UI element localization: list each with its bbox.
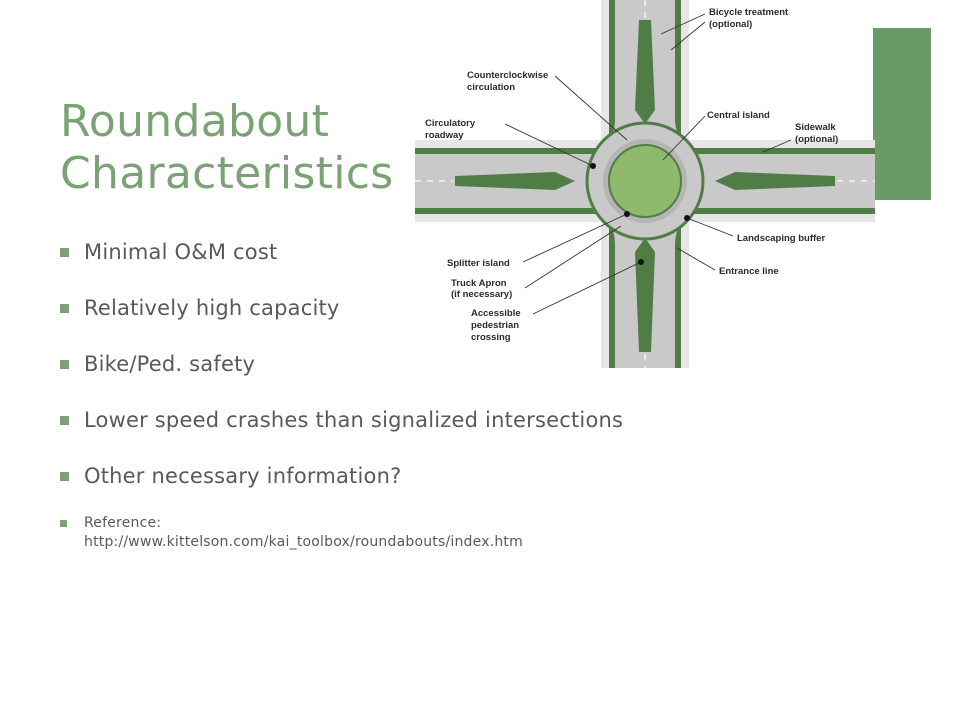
label-ccw-2: circulation <box>467 82 515 93</box>
label-crossing-3: crossing <box>471 332 511 343</box>
bullet-text: Relatively high capacity <box>84 296 340 320</box>
bullet-item: Minimal O&M cost <box>60 238 880 266</box>
label-circulatory-2: roadway <box>425 130 464 141</box>
label-sidewalk-2: (optional) <box>795 134 838 145</box>
leader-dots <box>590 163 690 265</box>
bullet-text: Lower speed crashes than signalized inte… <box>84 408 624 432</box>
reference-label: Reference: <box>84 515 162 531</box>
title-line-1: Roundabout <box>60 96 330 147</box>
bullet-item: Relatively high capacity <box>60 294 880 322</box>
label-splitter: Splitter island <box>447 258 510 269</box>
label-entrance: Entrance line <box>719 266 779 277</box>
bullet-text: Bike/Ped. safety <box>84 352 256 376</box>
bullet-text: Minimal O&M cost <box>84 240 278 264</box>
label-apron: Truck Apron <box>451 278 507 289</box>
square-bullet-icon <box>60 520 67 527</box>
square-bullet-icon <box>60 360 69 369</box>
reference-item: Reference: http://www.kittelson.com/kai_t… <box>60 514 880 552</box>
label-bicycle-optional: (optional) <box>709 19 752 30</box>
label-crossing: Accessible <box>471 308 521 319</box>
bullet-list: Minimal O&M cost Relatively high capacit… <box>60 238 880 580</box>
square-bullet-icon <box>60 248 69 257</box>
label-bicycle: Bicycle treatment <box>709 7 789 18</box>
slide-title: Roundabout Characteristics <box>60 96 420 200</box>
title-line-2: Characteristics <box>60 148 394 199</box>
lane-markings <box>415 0 875 368</box>
bullet-item: Bike/Ped. safety <box>60 350 880 378</box>
label-crossing-2: pedestrian <box>471 320 519 331</box>
bullet-item: Lower speed crashes than signalized inte… <box>60 406 880 434</box>
label-apron-2: (if necessary) <box>451 289 512 300</box>
square-bullet-icon <box>60 416 69 425</box>
reference-link[interactable]: http://www.kittelson.com/kai_toolbox/rou… <box>84 534 523 550</box>
leader-lines <box>504 13 792 315</box>
splitter-islands <box>455 20 835 352</box>
diagram-labels: Bicycle treatment (optional) Countercloc… <box>425 7 838 343</box>
square-bullet-icon <box>60 472 69 481</box>
label-sidewalk: Sidewalk <box>795 122 836 133</box>
roundabout-diagram: Bicycle treatment (optional) Countercloc… <box>415 0 875 368</box>
label-central-island: Central island <box>707 110 770 121</box>
label-landscaping: Landscaping buffer <box>737 233 825 244</box>
bullet-text: Other necessary information? <box>84 464 402 488</box>
label-ccw: Counterclockwise <box>467 70 548 81</box>
central-island <box>608 144 682 218</box>
accent-bar <box>873 28 931 200</box>
label-circulatory: Circulatory <box>425 118 476 129</box>
bullet-item: Other necessary information? <box>60 462 880 490</box>
square-bullet-icon <box>60 304 69 313</box>
